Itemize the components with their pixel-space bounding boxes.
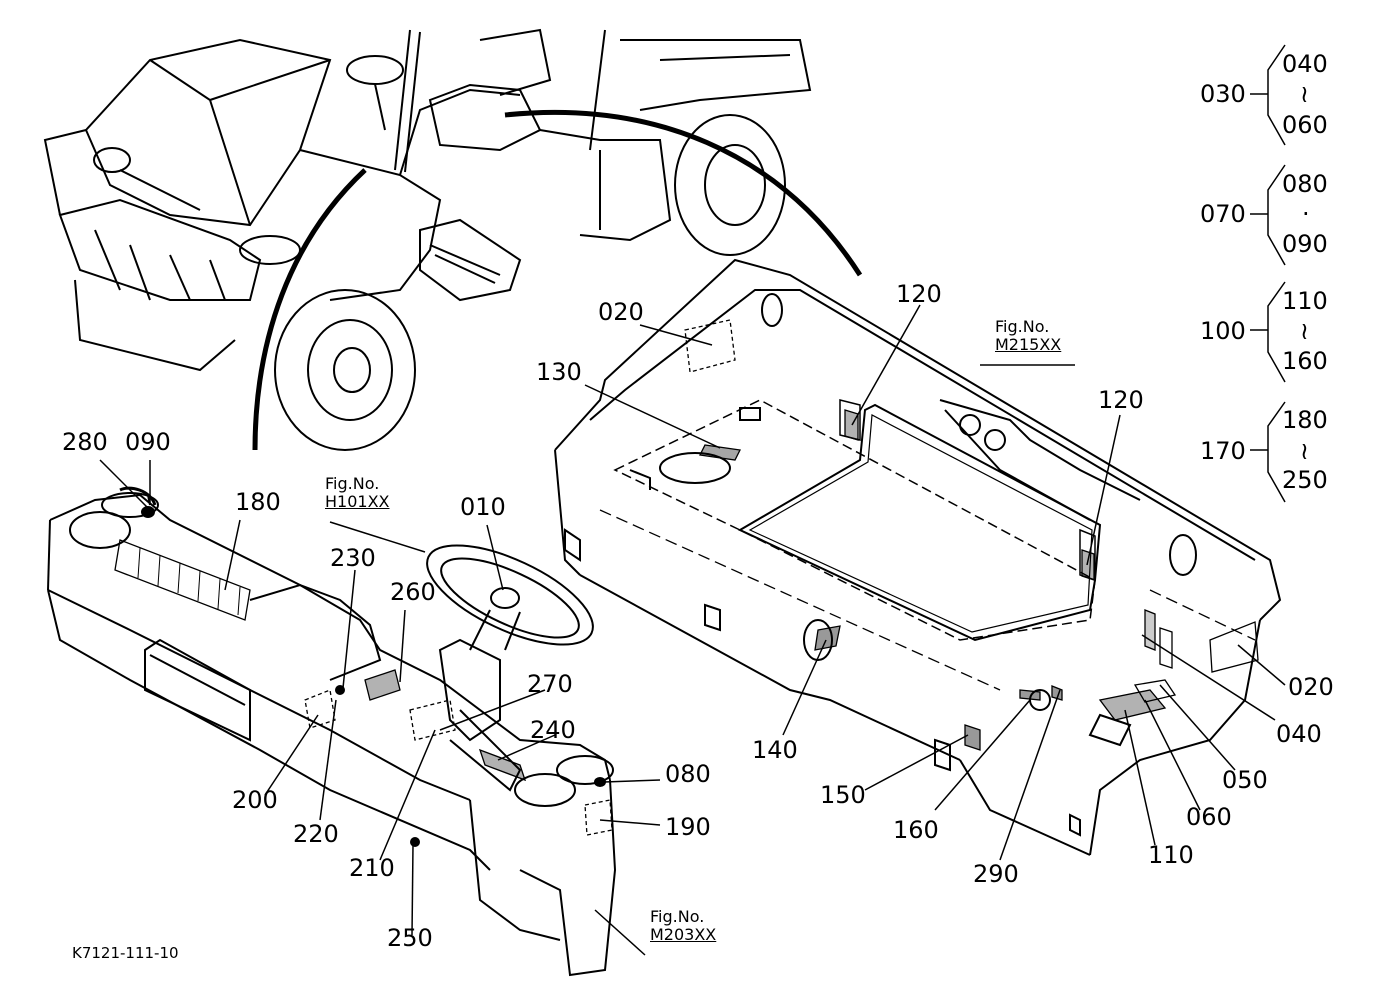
callout-060: 060 — [1186, 803, 1232, 831]
legend-key-070: 070 — [1200, 200, 1246, 228]
callout-270: 270 — [527, 670, 573, 698]
callout-120-b: 120 — [1098, 386, 1144, 414]
callout-250: 250 — [387, 924, 433, 952]
cargo-bed-illustration — [554, 258, 1282, 856]
cargo-decals — [684, 319, 1259, 751]
callout-280: 280 — [62, 428, 108, 456]
legend-top-040: 040 — [1282, 50, 1328, 78]
callout-150: 150 — [820, 781, 866, 809]
legend-sep-170: ≀ — [1300, 437, 1309, 465]
legend-top-180: 180 — [1282, 406, 1328, 434]
fig-ref-cargo-prefix: Fig.No. — [995, 317, 1050, 336]
fig-ref-steering-code: H101XX — [325, 492, 390, 512]
legend-top-110: 110 — [1282, 287, 1328, 315]
callout-240: 240 — [530, 716, 576, 744]
leader-lines — [99, 304, 1286, 956]
fig-ref-steering-prefix: Fig.No. — [325, 474, 380, 493]
leader-curve-cargo — [504, 109, 863, 277]
callout-290: 290 — [973, 860, 1019, 888]
fig-ref-dash-prefix: Fig.No. — [650, 907, 705, 926]
fig-ref-cargo: Fig.No. M215XX — [995, 317, 1062, 355]
callout-050: 050 — [1222, 766, 1268, 794]
legend-bottom-160: 160 — [1282, 347, 1328, 375]
fig-ref-dash-code: M203XX — [650, 925, 717, 945]
legend-top-080: 080 — [1282, 170, 1328, 198]
callout-020-a: 020 — [598, 298, 644, 326]
callout-020-b: 020 — [1288, 673, 1334, 701]
legend-bottom-090: 090 — [1282, 230, 1328, 258]
callout-010: 010 — [460, 493, 506, 521]
legend-brackets — [1250, 44, 1286, 503]
legend-sep-030: ≀ — [1300, 80, 1309, 108]
callout-080: 080 — [665, 760, 711, 788]
legend-sep-100: ≀ — [1300, 317, 1309, 345]
legend-sep-070: · — [1302, 200, 1310, 228]
fig-ref-cargo-code: M215XX — [995, 335, 1062, 355]
fig-ref-dash: Fig.No. M203XX — [650, 907, 717, 945]
callout-160: 160 — [893, 816, 939, 844]
fig-ref-steering: Fig.No. H101XX — [325, 474, 390, 512]
callout-200: 200 — [232, 786, 278, 814]
legend-bottom-250: 250 — [1282, 466, 1328, 494]
callout-140: 140 — [752, 736, 798, 764]
callout-260: 260 — [390, 578, 436, 606]
callout-130: 130 — [536, 358, 582, 386]
diagram-code: K7121-111-10 — [72, 944, 179, 962]
callout-120-a: 120 — [896, 280, 942, 308]
callout-040: 040 — [1276, 720, 1322, 748]
callout-220: 220 — [293, 820, 339, 848]
callout-210: 210 — [349, 854, 395, 882]
leader-curve-dash — [252, 168, 367, 451]
legend-bottom-060: 060 — [1282, 111, 1328, 139]
legend-key-170: 170 — [1200, 437, 1246, 465]
legend-key-100: 100 — [1200, 317, 1246, 345]
callout-110: 110 — [1148, 841, 1194, 869]
callout-230: 230 — [330, 544, 376, 572]
callout-180: 180 — [235, 488, 281, 516]
vehicle-illustration — [43, 28, 812, 451]
callout-090: 090 — [125, 428, 171, 456]
callout-190: 190 — [665, 813, 711, 841]
legend-key-030: 030 — [1200, 80, 1246, 108]
